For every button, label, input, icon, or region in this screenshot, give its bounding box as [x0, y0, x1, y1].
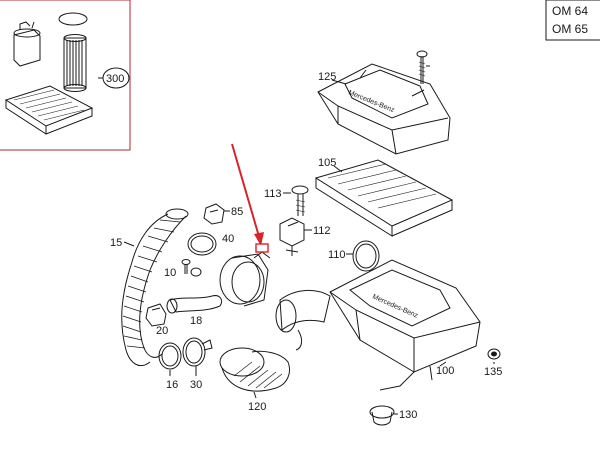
service-kit-box[interactable]: 300: [0, 0, 131, 151]
part-125-housing-cover[interactable]: Mercedes-Benz: [317, 63, 451, 155]
engine-code-1: OM 64: [552, 4, 588, 18]
air-mass-meter[interactable]: [219, 251, 271, 307]
air-filter-panel-icon: [4, 85, 94, 135]
label-130: 130: [399, 409, 417, 421]
washer-icon: [190, 267, 202, 277]
part-85-clip[interactable]: [203, 203, 225, 225]
label-16: 16: [166, 379, 178, 391]
part-112-sensor[interactable]: [279, 217, 305, 256]
part-135-grommet[interactable]: [487, 348, 501, 360]
engine-code-box: OM 64 OM 65: [545, 0, 600, 41]
part-130-cap[interactable]: [369, 405, 395, 426]
label-135: 135: [484, 366, 502, 378]
part-113-bolt[interactable]: [291, 185, 309, 216]
kit-part-label: 300: [106, 73, 124, 85]
part-120-boot[interactable]: [219, 347, 290, 392]
label-30: 30: [190, 379, 202, 391]
part-40-hose-clamp[interactable]: [187, 232, 217, 256]
label-112: 112: [313, 225, 331, 237]
label-10: 10: [164, 267, 176, 279]
label-100: 100: [436, 365, 454, 377]
part-15-intake-hose[interactable]: [121, 208, 189, 366]
part-105-air-filter-element[interactable]: [314, 159, 454, 237]
fuel-filter-icon: [13, 21, 41, 67]
part-10-screw[interactable]: [181, 259, 191, 275]
part-18-small-hose[interactable]: [166, 295, 223, 314]
highlight-arrow: [231, 143, 269, 253]
label-18: 18: [190, 315, 202, 327]
label-113: 113: [264, 188, 282, 200]
label-110: 110: [328, 249, 346, 261]
label-125: 125: [318, 71, 336, 83]
part-20-fitting[interactable]: [145, 303, 167, 327]
label-20: 20: [156, 325, 168, 337]
cover-screw-icon: [416, 50, 428, 84]
part-30-clamp[interactable]: [182, 337, 213, 367]
brand-text-cover: Mercedes-Benz: [347, 89, 396, 114]
label-120: 120: [248, 401, 266, 413]
part-16-ring[interactable]: [158, 342, 182, 370]
label-105: 105: [318, 157, 336, 169]
part-110-seal-ring[interactable]: [352, 240, 380, 272]
brand-text-housing: Mercedes-Benz: [371, 293, 419, 320]
label-15: 15: [110, 237, 122, 249]
engine-code-2: OM 65: [552, 22, 588, 36]
oil-filter-element-icon: [58, 12, 88, 92]
label-85: 85: [231, 206, 243, 218]
label-40: 40: [222, 233, 234, 245]
